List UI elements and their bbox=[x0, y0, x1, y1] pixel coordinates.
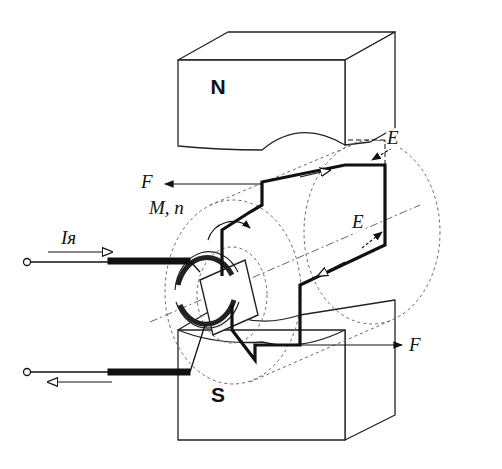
force-label: F bbox=[408, 335, 422, 356]
torque-label: M, n bbox=[148, 198, 185, 219]
emf-label: E bbox=[386, 128, 400, 149]
armature-coil bbox=[222, 165, 385, 360]
pole-letter: N bbox=[210, 75, 225, 99]
terminal bbox=[24, 259, 31, 266]
brush-contact bbox=[190, 261, 200, 272]
pole-label-box: N bbox=[196, 70, 240, 104]
brush bbox=[108, 369, 190, 375]
emf-arrow bbox=[372, 148, 392, 160]
armature-front bbox=[165, 200, 301, 384]
coil-current-arrow bbox=[300, 170, 330, 177]
pole-letter: S bbox=[211, 383, 225, 407]
terminal bbox=[24, 369, 31, 376]
force-arrow bbox=[165, 183, 262, 184]
pole-front-face bbox=[178, 60, 345, 150]
force-label: F bbox=[140, 172, 154, 193]
brush-contact bbox=[190, 325, 205, 372]
emf-label: E bbox=[351, 212, 365, 233]
commutator-ring bbox=[175, 252, 238, 290]
current-arrow bbox=[48, 251, 112, 252]
emf-arrow bbox=[362, 232, 382, 248]
current-arrow bbox=[48, 381, 112, 382]
current-label: Iя bbox=[60, 228, 77, 249]
wire bbox=[30, 371, 108, 372]
brush bbox=[108, 258, 190, 264]
commutator-ring bbox=[176, 302, 239, 328]
coil-back-dashed bbox=[345, 140, 385, 141]
force-arrow bbox=[300, 344, 402, 345]
rotation-arrow bbox=[208, 222, 250, 240]
armature-edge bbox=[250, 320, 392, 382]
coil-current-arrow bbox=[318, 262, 345, 276]
pole-label-box: S bbox=[196, 378, 240, 412]
armature-edge bbox=[210, 145, 352, 205]
wire bbox=[30, 261, 108, 262]
